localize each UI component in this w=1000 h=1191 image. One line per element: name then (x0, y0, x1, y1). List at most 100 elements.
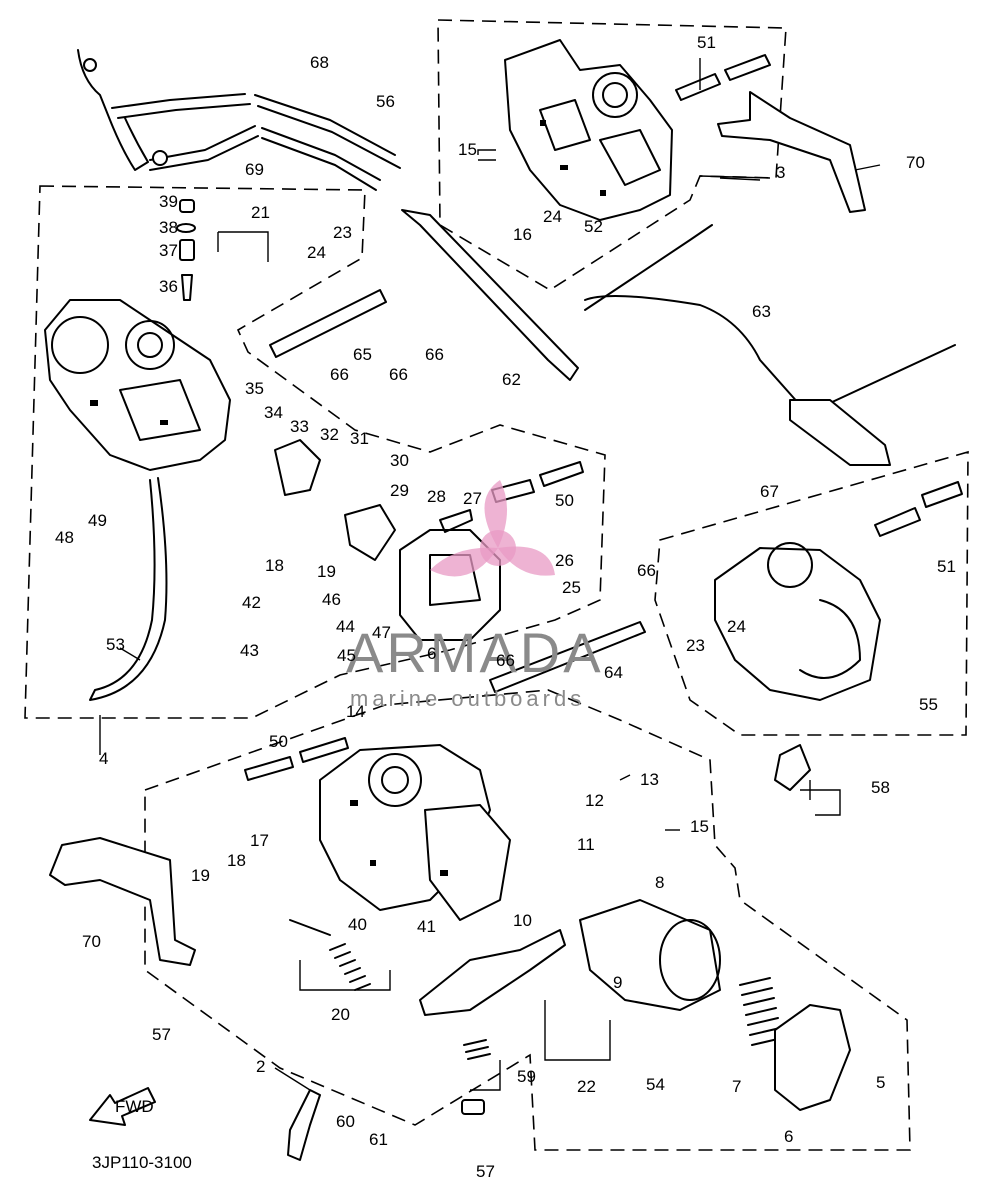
small-parts-36-39 (176, 199, 196, 301)
callout-68: 68 (310, 53, 329, 72)
link-rod-62 (401, 209, 579, 381)
spring-7 (739, 977, 783, 1046)
callout-58: 58 (871, 778, 890, 797)
assembly-4-frame (24, 185, 606, 719)
callout-51: 51 (937, 557, 956, 576)
callout-66: 66 (496, 651, 515, 670)
throttle-lever-70-top (717, 91, 866, 213)
callout-54: 54 (646, 1075, 665, 1094)
carburetor-bottom (319, 744, 511, 921)
callout-10: 10 (513, 911, 532, 930)
diagram-code: 3JP110-3100 (92, 1153, 192, 1172)
callout-66: 66 (389, 365, 408, 384)
fuel-hoses-68-69 (77, 49, 401, 191)
callout-8: 8 (655, 873, 664, 892)
callout-5: 5 (876, 1073, 885, 1092)
fwd-label: FWD (115, 1097, 154, 1116)
callout-67: 67 (760, 482, 779, 501)
throttle-lever-70-bottom (49, 837, 196, 966)
callout-63: 63 (752, 302, 771, 321)
callout-13: 13 (640, 770, 659, 789)
callout-56: 56 (376, 92, 395, 111)
callout-31: 31 (350, 429, 369, 448)
callout-50: 50 (269, 732, 288, 751)
callout-6: 6 (784, 1127, 793, 1146)
callout-66: 66 (330, 365, 349, 384)
callout-27: 27 (463, 489, 482, 508)
callout-21: 21 (251, 203, 270, 222)
callout-26: 26 (555, 551, 574, 570)
callout-6: 6 (427, 644, 436, 663)
callout-47: 47 (372, 623, 391, 642)
callout-65: 65 (353, 345, 372, 364)
pipes-51-right (874, 481, 963, 537)
callout-25: 25 (562, 578, 581, 597)
callout-2: 2 (256, 1057, 265, 1076)
callout-50: 50 (555, 491, 574, 510)
armada-watermark: ARMADA marine outboards (346, 480, 604, 711)
callout-44: 44 (336, 617, 355, 636)
callout-59: 59 (517, 1067, 536, 1086)
callout-53: 53 (106, 635, 125, 654)
callout-39: 39 (159, 192, 178, 211)
callout-42: 42 (242, 593, 261, 612)
callout-45: 45 (337, 646, 356, 665)
callout-3: 3 (776, 163, 785, 182)
callout-11: 11 (577, 835, 595, 854)
watermark-brand: ARMADA (346, 621, 604, 684)
carburetor-right (714, 542, 881, 701)
callout-20: 20 (331, 1005, 350, 1024)
callout-32: 32 (320, 425, 339, 444)
callout-38: 38 (159, 218, 178, 237)
carburetor-left (44, 299, 231, 471)
callout-24: 24 (727, 617, 746, 636)
callout-48: 48 (55, 528, 74, 547)
callout-69: 69 (245, 160, 264, 179)
callout-23: 23 (686, 636, 705, 655)
parts-27-33 (274, 439, 473, 561)
callout-4: 4 (99, 749, 108, 768)
callout-57: 57 (476, 1162, 495, 1181)
choke-rod-63 (584, 224, 956, 466)
callout-12: 12 (585, 791, 604, 810)
bracket-58 (774, 744, 811, 791)
callout-34: 34 (264, 403, 283, 422)
bracket-base (419, 929, 566, 1016)
pipes-51-top (675, 54, 771, 101)
callout-60: 60 (336, 1112, 355, 1131)
callout-17: 17 (250, 831, 269, 850)
callout-55: 55 (919, 695, 938, 714)
callout-66: 66 (637, 561, 656, 580)
callout-18: 18 (265, 556, 284, 575)
callout-49: 49 (88, 511, 107, 530)
callout-24: 24 (307, 243, 326, 262)
callout-61: 61 (369, 1130, 388, 1149)
callout-14: 14 (346, 702, 365, 721)
assembly-right-frame (654, 450, 969, 736)
callout-7: 7 (732, 1077, 741, 1096)
callout-57: 57 (152, 1025, 171, 1044)
callout-46: 46 (322, 590, 341, 609)
callout-19: 19 (191, 866, 210, 885)
fwd-arrow-icon: FWD (89, 1087, 156, 1126)
diaphragm-cover (774, 1004, 851, 1111)
callout-70: 70 (82, 932, 101, 951)
callout-41: 41 (417, 917, 436, 936)
callout-43: 43 (240, 641, 259, 660)
callout-62: 62 (502, 370, 521, 389)
bracket-60 (287, 1089, 321, 1161)
assembly-boundaries (24, 19, 969, 1151)
callout-22: 22 (577, 1077, 596, 1096)
piston-valve-9 (579, 899, 721, 1011)
propeller-logo-icon (430, 480, 555, 577)
callout-51: 51 (697, 33, 716, 52)
callout-18: 18 (227, 851, 246, 870)
callout-37: 37 (159, 241, 178, 260)
hose-53 (89, 477, 168, 701)
callout-66: 66 (425, 345, 444, 364)
callout-28: 28 (427, 487, 446, 506)
callout-33: 33 (290, 417, 309, 436)
callout-36: 36 (159, 277, 178, 296)
